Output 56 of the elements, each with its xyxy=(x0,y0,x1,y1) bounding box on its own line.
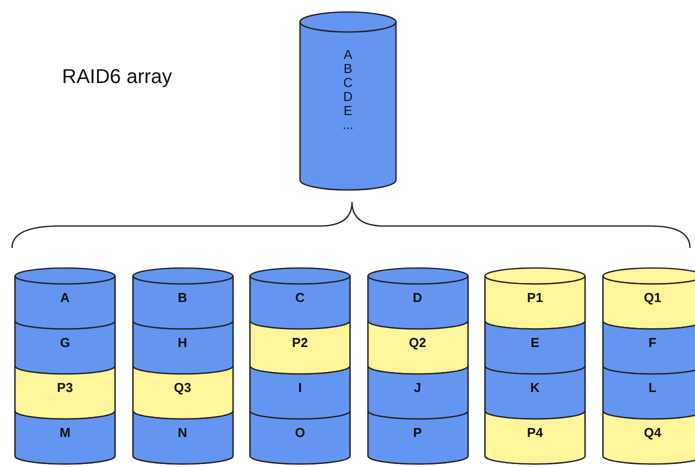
disk-segment xyxy=(368,411,468,464)
disk-segment xyxy=(250,321,350,374)
disk-segment xyxy=(485,411,585,464)
segment-label: F xyxy=(648,335,658,350)
segment-label: A xyxy=(59,290,71,305)
segment-label: P xyxy=(412,425,423,440)
segment-label: M xyxy=(58,425,72,440)
disk-segment xyxy=(15,411,115,464)
disk-cylinder xyxy=(482,265,588,467)
segment-label: P3 xyxy=(56,380,74,395)
data-blocks-label: A B C D E ... xyxy=(342,48,354,132)
disk-segment xyxy=(132,366,232,419)
array-cylinder xyxy=(300,12,396,190)
disk-segment xyxy=(250,276,350,329)
disk-segment xyxy=(485,321,585,374)
disk-segment xyxy=(485,366,585,419)
disk-segment xyxy=(15,321,115,374)
segment-label: E xyxy=(530,335,540,350)
segment-label: P2 xyxy=(291,335,309,350)
segment-label: I xyxy=(297,380,303,395)
disk-cylinder xyxy=(364,265,470,467)
disk-segment xyxy=(368,276,468,329)
segment-label: L xyxy=(648,380,658,395)
disk-segment xyxy=(15,366,115,419)
disk-cylinder xyxy=(130,265,236,467)
segment-label: Q1 xyxy=(642,290,662,305)
disk-cylinder xyxy=(12,265,118,467)
segment-label: O xyxy=(294,425,306,440)
segment-label: K xyxy=(529,380,541,395)
segment-label: N xyxy=(176,425,188,440)
segment-label: B xyxy=(176,290,188,305)
disk-segment xyxy=(602,366,695,419)
segment-label: Q2 xyxy=(408,335,428,350)
disk-segment xyxy=(15,276,115,329)
disk-segment xyxy=(602,411,695,464)
segment-label: D xyxy=(412,290,424,305)
segment-label: H xyxy=(176,335,188,350)
disk-cylinder xyxy=(247,265,353,467)
segment-label: G xyxy=(58,335,72,350)
disk-segment xyxy=(132,276,232,329)
disk-segment xyxy=(132,411,232,464)
title-label: RAID6 array xyxy=(62,66,172,89)
disk-segment xyxy=(250,411,350,464)
disk-cylinder xyxy=(600,265,695,467)
segment-label: Q4 xyxy=(642,425,662,440)
segment-label: C xyxy=(294,290,306,305)
segment-label: Q3 xyxy=(172,380,192,395)
disk-segment xyxy=(132,321,232,374)
disk-segment xyxy=(368,321,468,374)
disk-segment xyxy=(368,366,468,419)
disk-segment xyxy=(485,276,585,329)
disk-segment xyxy=(250,366,350,419)
segment-label: J xyxy=(412,380,422,395)
disk-segment xyxy=(602,321,695,374)
segment-label: P1 xyxy=(526,290,544,305)
segment-label: P4 xyxy=(526,425,544,440)
